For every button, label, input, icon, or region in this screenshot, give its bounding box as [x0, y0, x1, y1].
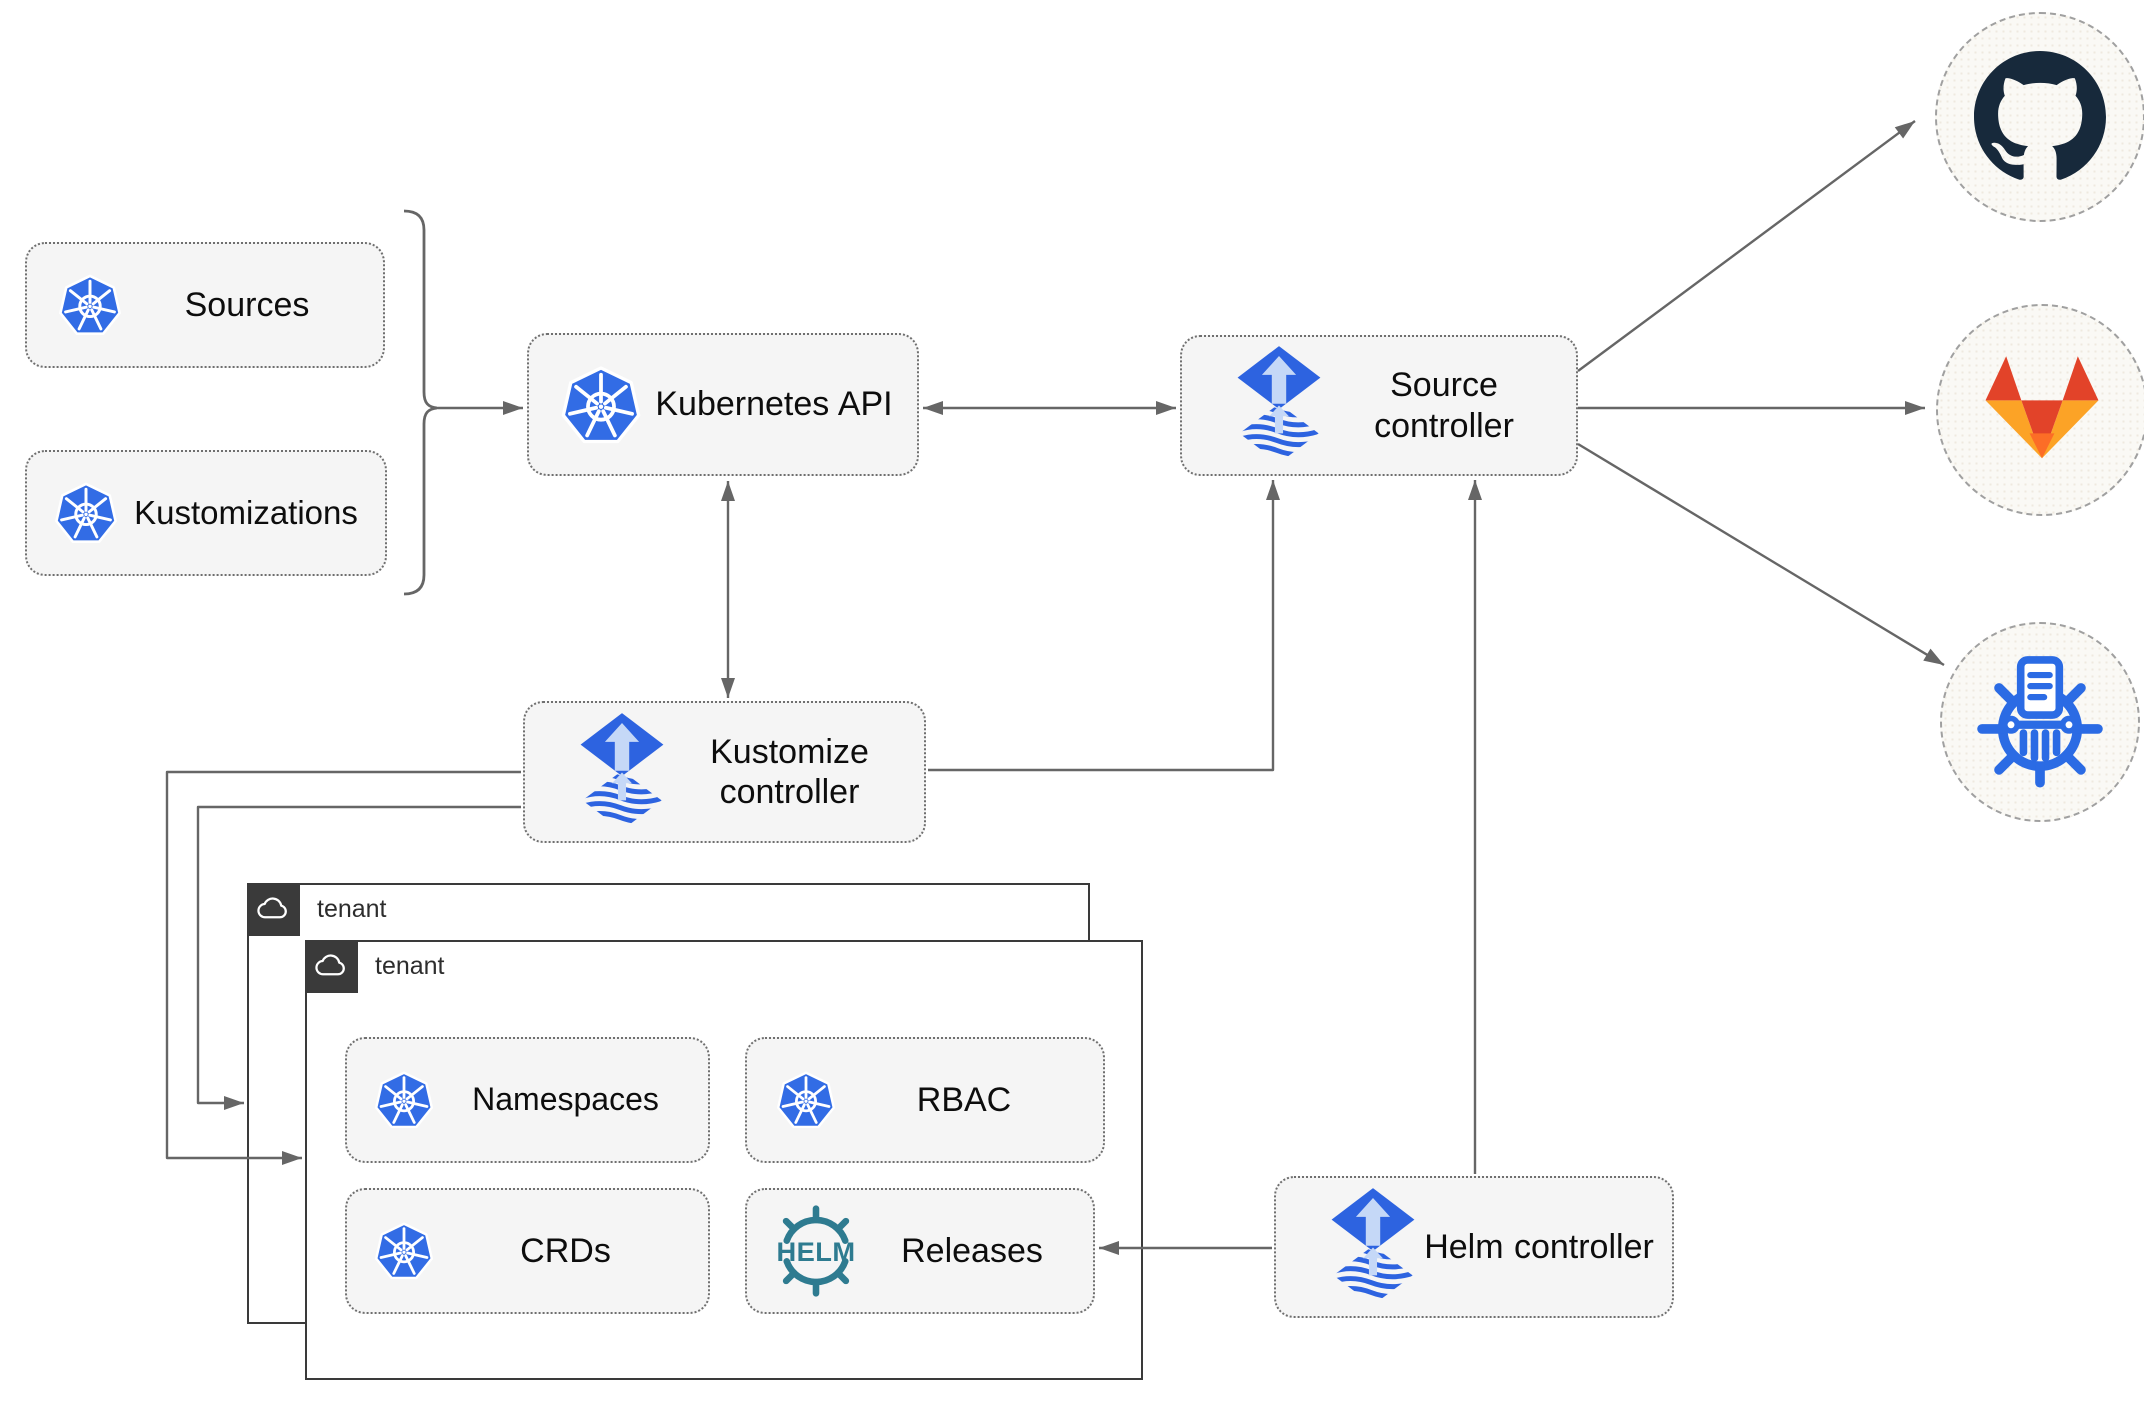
kustomize-controller-node: Kustomize controller [523, 701, 926, 843]
gitlab-icon [1985, 356, 2099, 459]
helm-icon: HELM [776, 1205, 855, 1297]
kustomize-controller-label: Kustomize controller [710, 732, 869, 811]
source-controller-label: Source controller [1374, 366, 1514, 445]
sources-label: Sources [184, 285, 310, 324]
kubernetes-icon [559, 363, 643, 447]
crds-node: CRDs [345, 1188, 710, 1314]
github-icon [1974, 51, 2106, 180]
flux-icon [577, 713, 667, 832]
helm-controller-label: Helm controller [1424, 1227, 1654, 1266]
namespaces-label: Namespaces [472, 1081, 659, 1118]
arrow-source-to-github [1577, 120, 1916, 372]
kubernetes-icon [373, 1220, 435, 1282]
cloud-icon [255, 891, 291, 927]
kustomizations-label: Kustomizations [134, 493, 358, 531]
tenant-label: tenant [375, 952, 445, 980]
kubernetes-icon [53, 480, 119, 546]
arrow-kustomize-to-source [928, 480, 1280, 772]
rbac-label: RBAC [916, 1080, 1012, 1119]
gitlab-circle [1936, 304, 2144, 516]
flux-icon [1234, 346, 1324, 465]
kustomize-circle [1940, 622, 2140, 822]
kustomize-icon [1977, 656, 2103, 788]
kubernetes-icon [57, 272, 123, 338]
kubernetes-api-node: Kubernetes API [527, 333, 919, 476]
releases-node: HELM Releases [745, 1188, 1095, 1314]
kustomizations-node: Kustomizations [25, 450, 387, 576]
kubernetes-icon [373, 1069, 435, 1131]
tenant-badge [246, 882, 300, 936]
crds-label: CRDs [520, 1231, 611, 1270]
helm-logo-text: HELM [776, 1236, 855, 1267]
arrow-source-to-kustomize [1577, 442, 1945, 667]
tenant-label: tenant [317, 895, 387, 923]
source-controller-node: Source controller [1180, 335, 1578, 476]
sources-node: Sources [25, 242, 385, 368]
tenant-badge [304, 939, 358, 993]
cloud-icon [313, 948, 349, 984]
releases-label: Releases [901, 1231, 1043, 1270]
namespaces-node: Namespaces [345, 1037, 710, 1163]
sources-brace [403, 209, 439, 596]
kubernetes-icon [775, 1069, 837, 1131]
github-circle [1935, 12, 2144, 222]
helm-controller-node: Helm controller [1274, 1176, 1674, 1318]
kubernetes-api-label: Kubernetes API [655, 385, 893, 424]
rbac-node: RBAC [745, 1037, 1105, 1163]
flux-icon [1328, 1188, 1418, 1307]
